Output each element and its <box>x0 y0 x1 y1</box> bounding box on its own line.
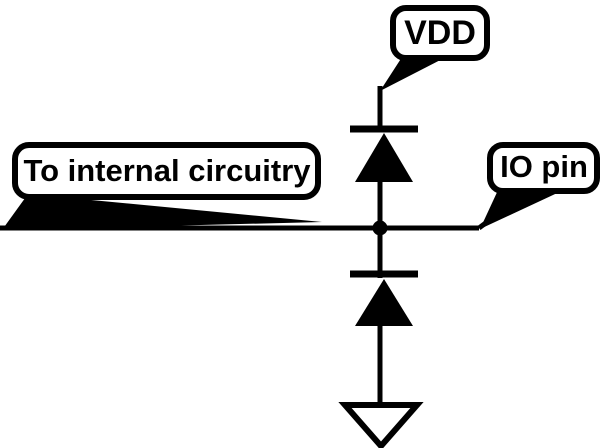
callout-label-io-pin: IO pin <box>500 149 588 184</box>
callout-tail-io-pin-icon <box>480 188 568 229</box>
callout-vdd[interactable]: VDD <box>380 5 490 91</box>
ground-symbol-icon <box>338 402 424 448</box>
callout-box-internal-circuitry <box>12 142 321 200</box>
callout-label-vdd: VDD <box>404 14 476 52</box>
diode-triangle-icon <box>355 133 413 182</box>
callout-box-vdd <box>390 5 490 61</box>
callout-label-internal-circuitry: To internal circuitry <box>23 153 311 188</box>
wire-group <box>0 86 501 406</box>
junction-node-dot <box>372 220 388 236</box>
lower-clamp-diode <box>350 270 418 326</box>
callout-tail-internal-circuitry-icon <box>2 194 322 230</box>
callout-box-io-pin <box>487 142 600 194</box>
callout-io-pin[interactable]: IO pin <box>480 142 600 229</box>
callout-internal-circuitry[interactable]: To internal circuitry <box>2 142 322 230</box>
diode-triangle-icon <box>355 279 413 326</box>
callout-tail-vdd-icon <box>380 54 452 91</box>
upper-clamp-diode <box>350 125 418 182</box>
